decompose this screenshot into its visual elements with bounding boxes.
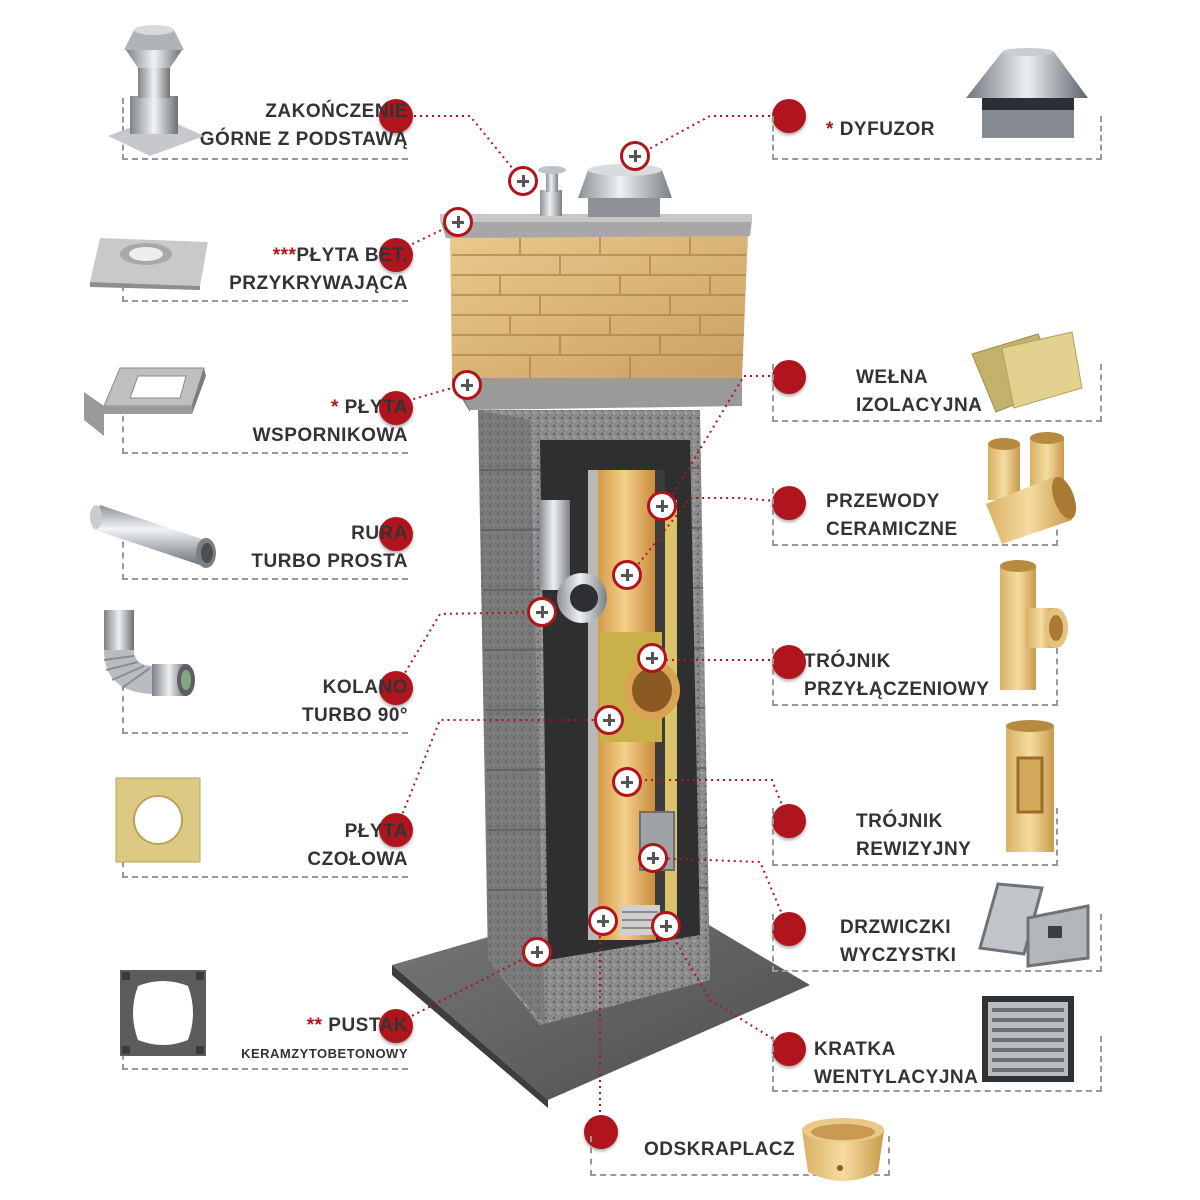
label-trojnik-przylaczeniowy: TRÓJNIK PRZYŁĄCZENIOWY: [772, 648, 1058, 706]
label-trojnik-rewizyjny: TRÓJNIK REWIZYJNY: [772, 808, 1058, 866]
label-dot[interactable]: [772, 645, 806, 679]
plus-marker[interactable]: [527, 597, 557, 627]
plus-marker[interactable]: [637, 643, 667, 673]
wool-icon: [971, 331, 1083, 413]
label-dot[interactable]: [584, 1115, 618, 1149]
top-cap-icon: [108, 25, 204, 156]
label-drzwiczki: DRZWICZKI WYCZYSTKI: [772, 914, 1102, 972]
plus-marker[interactable]: [647, 491, 677, 521]
label-dot[interactable]: [772, 360, 806, 394]
label-welna: WEŁNA IZOLACYJNA: [772, 364, 1102, 422]
plus-marker[interactable]: [508, 166, 538, 196]
label-przewody: PRZEWODY CERAMICZNE: [772, 488, 1058, 546]
label-dot[interactable]: [772, 1032, 806, 1066]
label-zakonczenie: ZAKOŃCZENIE GÓRNE Z PODSTAWĄ: [122, 98, 408, 160]
label-dot[interactable]: [772, 486, 806, 520]
label-kolano: KOLANO TURBO 90°: [122, 674, 408, 734]
label-kratka: KRATKA WENTYLACYJNA: [772, 1036, 1102, 1092]
plus-marker[interactable]: [620, 141, 650, 171]
tee-inspection-icon: [1006, 720, 1054, 852]
plus-marker[interactable]: [452, 370, 482, 400]
plus-marker[interactable]: [651, 911, 681, 941]
condensate-trap-icon: [802, 1118, 884, 1181]
label-dot[interactable]: [379, 1009, 413, 1043]
tee-connector-icon: [1000, 560, 1068, 690]
block-icon: [120, 970, 206, 1056]
label-plyta-czolowa: PŁYTA CZOŁOWA: [122, 818, 408, 878]
label-dot[interactable]: [772, 804, 806, 838]
label-dot[interactable]: [379, 813, 413, 847]
label-dot[interactable]: [379, 99, 413, 133]
cover-slab: [440, 220, 752, 238]
cleanout-door-icon: [978, 882, 1090, 968]
label-plyta-wspornikowa: * PŁYTA WSPORNIKOWA: [122, 394, 408, 454]
support-plate: [452, 378, 742, 410]
diffuser-icon: [966, 48, 1088, 138]
plus-marker[interactable]: [594, 705, 624, 735]
label-dot[interactable]: [772, 99, 806, 133]
label-dot[interactable]: [379, 671, 413, 705]
label-dot[interactable]: [772, 912, 806, 946]
concrete-slab-icon: [90, 238, 208, 290]
label-dot[interactable]: [379, 391, 413, 425]
plus-marker[interactable]: [612, 767, 642, 797]
ceramic-pipes-icon: [986, 432, 1077, 544]
plus-marker[interactable]: [522, 937, 552, 967]
label-rura: RURA TURBO PROSTA: [122, 520, 408, 580]
label-dyfuzor: * DYFUZOR: [772, 116, 1102, 160]
label-odskraplacz: ODSKRAPLACZ: [590, 1136, 890, 1176]
plus-marker[interactable]: [638, 843, 668, 873]
bracket-plate-icon: [84, 367, 206, 436]
brick-crown: [450, 235, 748, 378]
elbow-pipe-icon: [103, 610, 195, 696]
label-plyta-bet: ***PŁYTA BET. PRZYKRYWAJĄCA: [122, 242, 408, 302]
label-pustak: ** PUSTAK KERAMZYTOBETONOWY: [122, 1012, 408, 1070]
plus-marker[interactable]: [443, 207, 473, 237]
label-dot[interactable]: [379, 238, 413, 272]
front-plate-icon: [115, 777, 201, 863]
vent-grille-icon: [982, 996, 1074, 1082]
straight-pipe-icon: [90, 505, 216, 568]
plus-marker[interactable]: [588, 906, 618, 936]
plus-marker[interactable]: [612, 560, 642, 590]
label-dot[interactable]: [379, 517, 413, 551]
